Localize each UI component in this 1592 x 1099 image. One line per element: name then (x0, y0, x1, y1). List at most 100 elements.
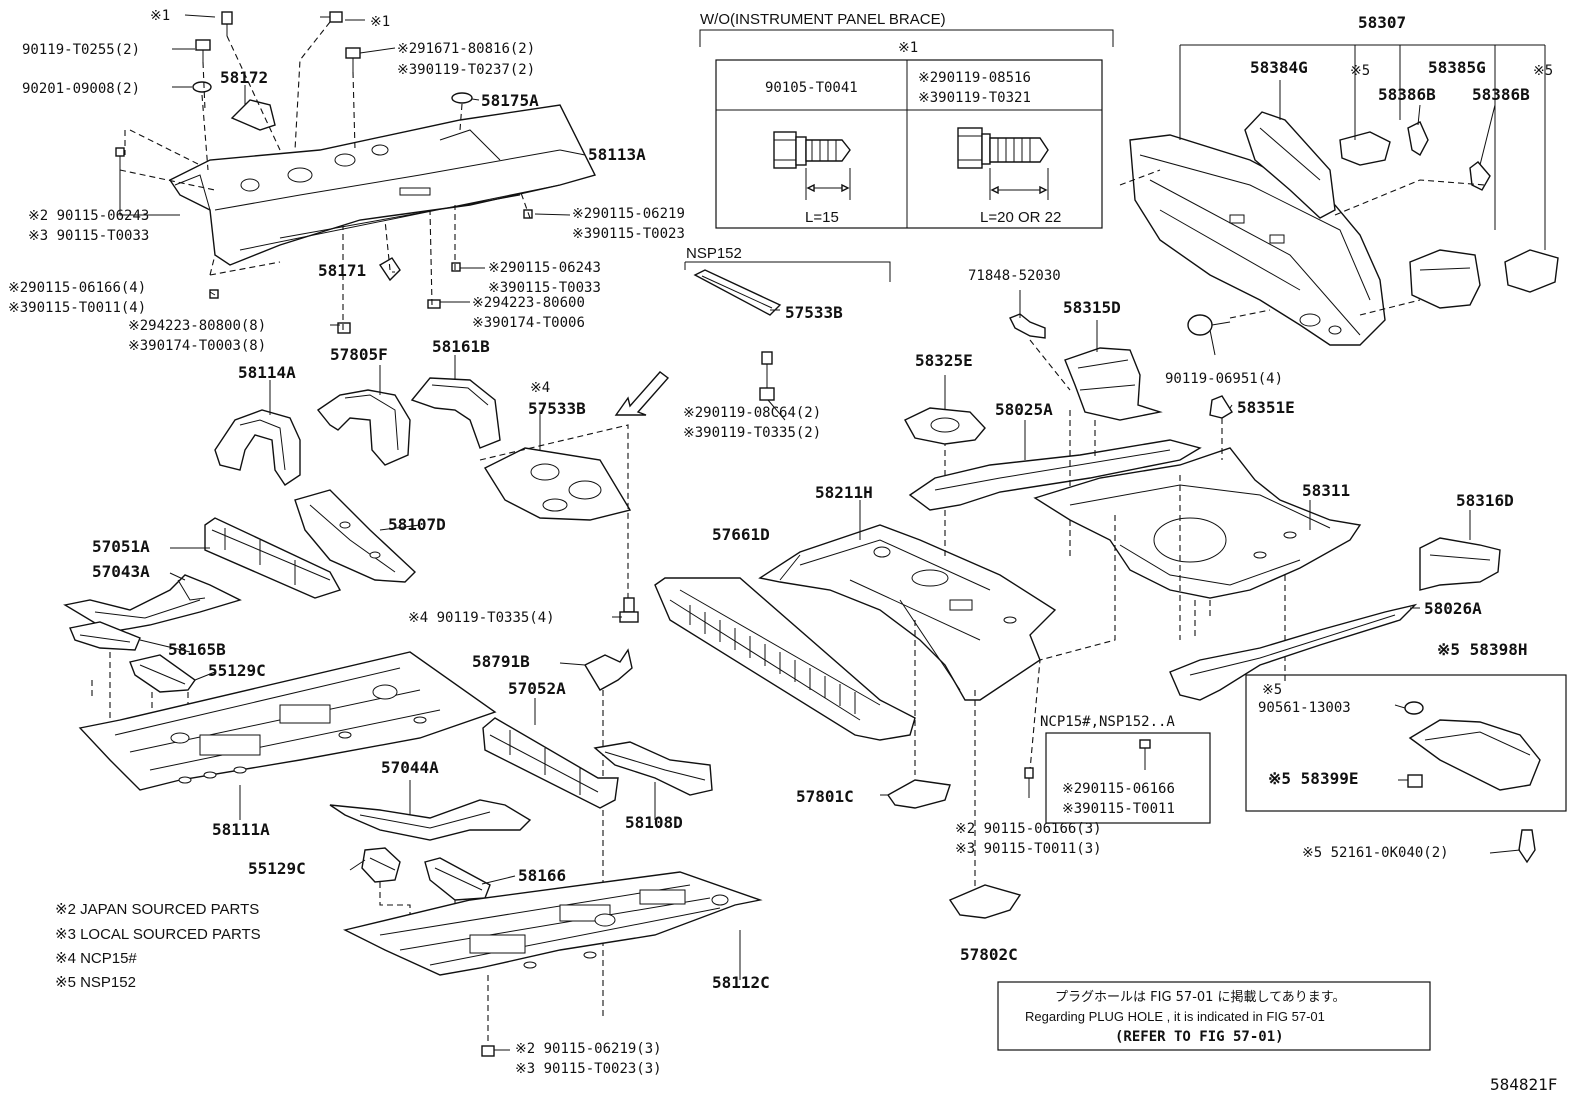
part-57044A-drawing (329, 799, 532, 841)
part-58211H-drawing (758, 524, 1057, 701)
part-57051A-drawing (204, 517, 342, 599)
label-58114A: 58114A (238, 363, 296, 382)
bolt-90115-06219-icon (481, 1045, 495, 1057)
label-58175A: 58175A (481, 91, 539, 110)
label-55129C-a: 55129C (208, 661, 266, 680)
label-94223-80800: ※294223-80800(8) (128, 318, 266, 334)
label-52161-0K040: ※5 52161-0K040(2) (1302, 845, 1449, 861)
part-55129C-a-drawing (129, 654, 196, 693)
part-58316D-drawing (1419, 537, 1501, 591)
part-55129C-b-drawing (361, 847, 401, 883)
label-90119-08C64: ※290119-08C64(2) (683, 405, 821, 421)
ncp15-bolt-box (1045, 732, 1211, 824)
label-90115-T0033-b: ※390115-T0033 (488, 280, 601, 296)
part-58108D-drawing (593, 741, 713, 796)
legend-item-nsp152: ※5 NSP152 (55, 974, 136, 991)
label-bolt-90119-08516: ※290119-08516 (918, 70, 1031, 86)
label-58384G: 58384G (1250, 58, 1308, 77)
label-58113A: 58113A (588, 145, 646, 164)
label-58325E: 58325E (915, 351, 973, 370)
part-57802C-drawing (948, 884, 1022, 919)
label-90119-T0237: ※390119-T0237(2) (397, 62, 535, 78)
label-57052A: 57052A (508, 679, 566, 698)
callout-c1-box: ※1 (898, 40, 918, 56)
label-58108D: 58108D (625, 813, 683, 832)
label-bolt-90119-T0321: ※390119-T0321 (918, 90, 1031, 106)
label-58025A: 58025A (995, 400, 1053, 419)
part-58351E-drawing (1209, 395, 1233, 419)
label-57805F: 57805F (330, 345, 388, 364)
label-ncp-90115-T0011: ※390115-T0011 (1062, 801, 1175, 817)
part-58398H-drawing (1408, 719, 1541, 791)
part-58384G-drawing (1244, 111, 1336, 219)
part-57805F-drawing (316, 389, 411, 466)
label-90115-T0011-3: ※3 90115-T0011(3) (955, 841, 1102, 857)
part-58113A-drawing (168, 104, 597, 266)
callout-c4a: ※4 (530, 380, 550, 396)
label-57533B-b: 57533B (785, 303, 843, 322)
bolt-90115-06166-3-icon (1024, 767, 1034, 798)
direction-arrow-icon (614, 371, 670, 416)
label-57051A: 57051A (92, 537, 150, 556)
label-90115-06219-3: ※2 90115-06219(3) (515, 1041, 662, 1057)
part-58386B-a-drawing (1407, 121, 1429, 156)
part-57661D-drawing (654, 577, 916, 741)
label-90561-13003: 90561-13003 (1258, 700, 1351, 716)
label-bolt-90105-T0041: 90105-T0041 (765, 80, 858, 96)
part-58166-drawing (424, 857, 491, 901)
bolt-90119-08516-icon (957, 127, 1049, 200)
label-57801C: 57801C (796, 787, 854, 806)
label-90119-06951: 90119-06951(4) (1165, 371, 1283, 387)
label-58172: 58172 (220, 68, 268, 87)
callout-c5c: ※5 (1262, 682, 1282, 698)
label-58211H: 58211H (815, 483, 873, 502)
label-90115-06243-a: ※2 90115-06243 (28, 208, 149, 224)
label-90115-T0023-a: ※390115-T0023 (572, 226, 685, 242)
part-57533B-ncp15-drawing (483, 447, 632, 521)
label-58111A: 58111A (212, 820, 270, 839)
label-57802C: 57802C (960, 945, 1018, 964)
label-58107D: 58107D (388, 515, 446, 534)
label-58171: 58171 (318, 261, 366, 280)
bolt-90119-T0335-icon (619, 597, 639, 623)
part-58385G-drawing (1409, 249, 1481, 309)
label-58112C: 58112C (712, 973, 770, 992)
part-58025A-drawing (908, 439, 1202, 511)
part-57052A-drawing (482, 717, 619, 809)
label-90115-06166-a: ※290115-06166(4) (8, 280, 146, 296)
part-58112C-drawing (342, 871, 763, 976)
label-57533B-a: 57533B (528, 399, 586, 418)
bolt-58399E-icon (1407, 774, 1423, 788)
part-57801C-drawing (886, 779, 951, 809)
part-58107D-drawing (294, 489, 417, 583)
bolt-90119-06951-icon (1187, 314, 1231, 336)
part-58311-drawing (1033, 447, 1362, 599)
label-nsp152: NSP152 (686, 245, 742, 262)
bolt-90105-T0041-icon (773, 131, 851, 200)
label-58026A: 58026A (1424, 599, 1482, 618)
part-58026A-drawing (1169, 603, 1418, 701)
notice-box (997, 981, 1431, 1051)
label-58307: 58307 (1358, 13, 1406, 32)
label-58311: 58311 (1302, 481, 1350, 500)
nut-90561-13003-icon (1404, 701, 1424, 715)
label-90115-T0033-a: ※3 90115-T0033 (28, 228, 149, 244)
label-90115-06243-b: ※290115-06243 (488, 260, 601, 276)
label-58386B-b: 58386B (1472, 85, 1530, 104)
label-58386B-a: 58386B (1378, 85, 1436, 104)
part-58386B-b-drawing (1469, 161, 1491, 191)
label-58166: 58166 (518, 866, 566, 885)
part-58165B-drawing (69, 621, 141, 651)
part-nsp152-bracket-b-drawing (1504, 249, 1559, 293)
label-58315D: 58315D (1063, 298, 1121, 317)
label-90115-T0011-a: ※390115-T0011(4) (8, 300, 146, 316)
part-57533B-nsp152-drawing (684, 261, 891, 401)
part-58315D-drawing (1064, 347, 1163, 421)
label-58398H: ※5 58398H (1437, 640, 1527, 659)
label-90115-06166-3: ※2 90115-06166(3) (955, 821, 1102, 837)
label-90115-06219-a: ※290115-06219 (572, 206, 685, 222)
bolt-table (699, 29, 1114, 229)
label-length-l20-22: L=20 OR 22 (980, 209, 1061, 226)
label-90201-09008: 90201-09008(2) (22, 81, 140, 97)
label-58351E: 58351E (1237, 398, 1295, 417)
